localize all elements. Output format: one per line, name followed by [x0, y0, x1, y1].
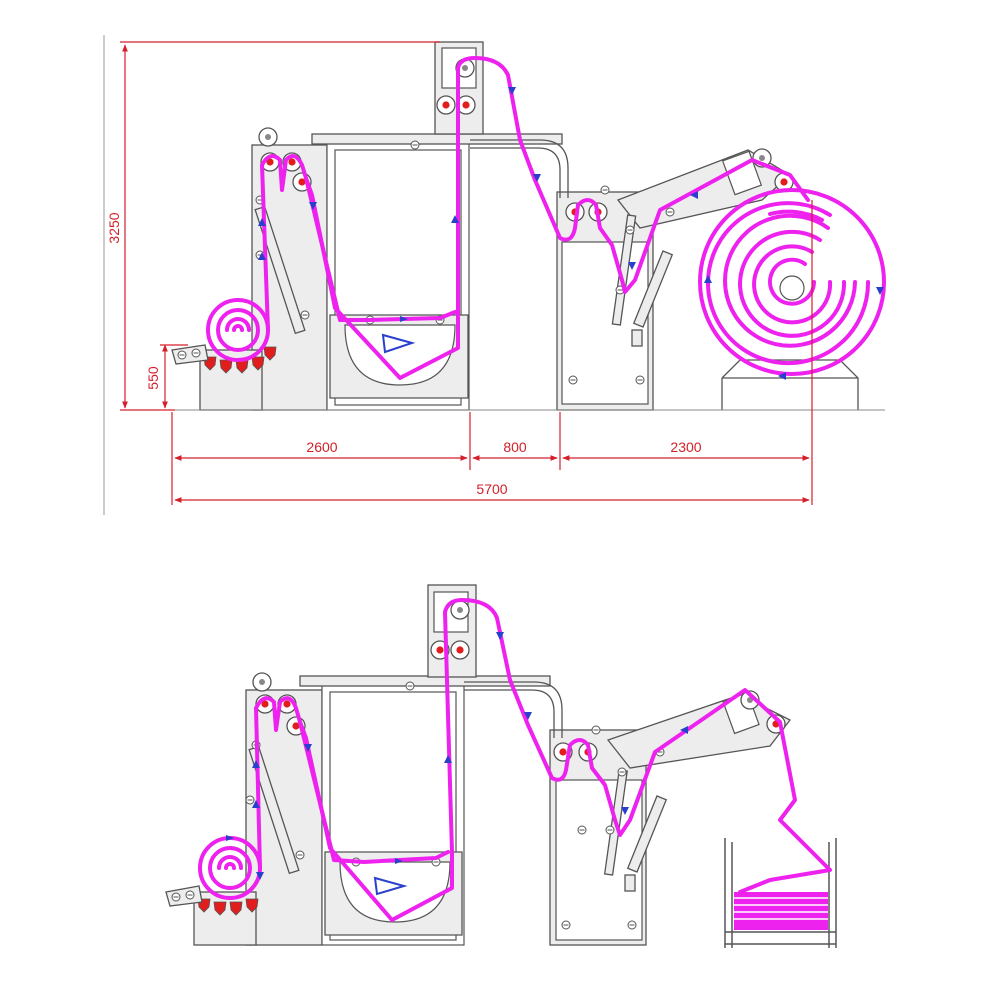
pneumatic-cylinder	[632, 250, 674, 328]
direction-arrows-b	[226, 632, 688, 880]
flow-triangle	[381, 333, 416, 354]
fabric-path-b	[198, 598, 832, 922]
fabric-path	[206, 56, 886, 380]
flow-triangle-b	[373, 876, 408, 896]
dimension-lines: 3250 550 2600 800 2300 5700	[103, 35, 813, 515]
dim-width-section-3: 2300	[670, 439, 701, 455]
dim-height-total: 3250	[106, 212, 122, 243]
dim-width-section-1: 2600	[306, 439, 337, 455]
bottom-view	[165, 584, 837, 948]
winding-roll	[698, 188, 886, 376]
direction-arrows	[258, 87, 884, 380]
roll-stand	[721, 359, 859, 410]
duct-pipe	[470, 139, 569, 198]
dim-width-section-2: 800	[503, 439, 527, 455]
main-tank-top	[311, 133, 563, 145]
top-view	[171, 41, 886, 411]
dim-height-low: 550	[145, 366, 161, 390]
guide-bar	[254, 205, 306, 335]
dim-width-total: 5700	[476, 481, 507, 497]
folding-cart	[724, 838, 837, 948]
